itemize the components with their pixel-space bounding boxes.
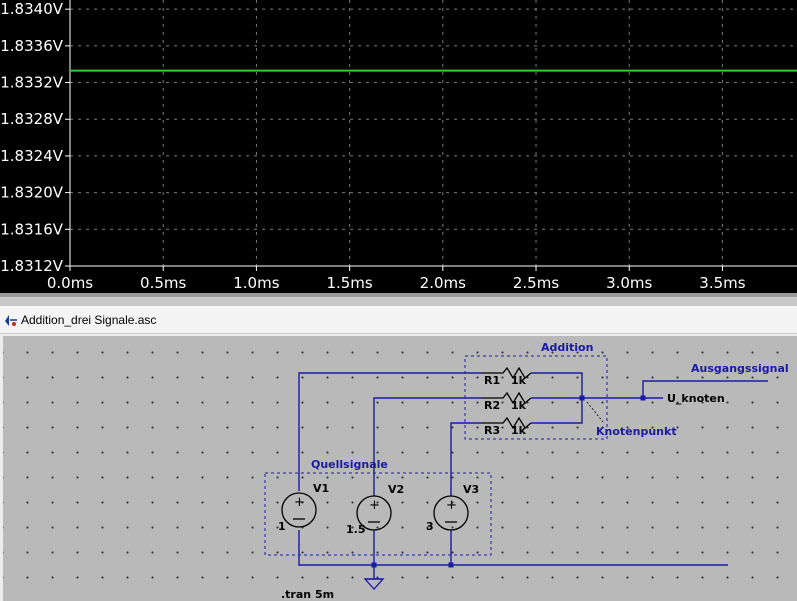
plot-grid: [70, 0, 797, 267]
schematic-canvas[interactable]: R1 1k R2 1k R3 1k + V1 1: [3, 336, 797, 601]
resistor-r2[interactable]: R2 1k: [481, 391, 532, 412]
window-title: Addition_drei Signale.asc: [21, 313, 157, 327]
wires: [298, 372, 768, 579]
y-tick-label: 1.8336V: [0, 37, 63, 55]
x-tick-label: 1.0ms: [233, 274, 279, 292]
svg-text:R2: R2: [484, 399, 500, 412]
y-tick-label: 1.8320V: [0, 184, 63, 202]
svg-text:1k: 1k: [511, 374, 527, 387]
svg-text:V2: V2: [388, 483, 404, 496]
voltage-source-v2[interactable]: + V2 1.5: [346, 483, 404, 536]
plot-axes: [69, 0, 797, 267]
knotenpunkt-label: Knotenpunkt: [596, 425, 677, 438]
x-tick-label: 3.0ms: [606, 274, 652, 292]
waveform-plot-pane[interactable]: 1.8340V 1.8336V 1.8332V 1.8328V 1.8324V 1.832…: [0, 0, 797, 297]
ground-icon: [363, 578, 385, 590]
tran-directive[interactable]: .tran 5m: [281, 588, 334, 601]
junction-output: [640, 395, 646, 401]
voltage-source-v3[interactable]: + V3 3: [426, 483, 479, 533]
junction-ground-v3: [448, 562, 454, 568]
x-tick-label: 0.0ms: [47, 274, 93, 292]
svg-text:V3: V3: [463, 483, 479, 496]
junction-ground-v2: [371, 562, 377, 568]
y-tick-label: 1.8328V: [0, 110, 63, 128]
junction-node: [579, 395, 585, 401]
svg-text:3: 3: [426, 520, 434, 533]
x-tick-label: 2.5ms: [513, 274, 559, 292]
svg-text:1: 1: [278, 520, 286, 533]
schematic-title-bar[interactable]: Addition_drei Signale.asc: [0, 306, 797, 334]
x-tick-label: 3.5ms: [699, 274, 745, 292]
waveform-plot[interactable]: 1.8340V 1.8336V 1.8332V 1.8328V 1.8324V 1.832…: [0, 0, 797, 297]
svg-text:V1: V1: [313, 482, 329, 495]
y-tick-label: 1.8312V: [0, 257, 63, 275]
svg-text:R1: R1: [484, 374, 500, 387]
svg-text:+: +: [369, 498, 380, 513]
svg-text:+: +: [294, 495, 305, 510]
schematic-drawing[interactable]: R1 1k R2 1k R3 1k + V1 1: [3, 336, 797, 601]
x-tick-label: 2.0ms: [420, 274, 466, 292]
net-label-u-knoten[interactable]: U_knoten: [667, 392, 725, 405]
ausgangssignal-label: Ausgangssignal: [691, 362, 789, 375]
y-tick-label: 1.8316V: [0, 220, 63, 238]
y-tick-label: 1.8324V: [0, 147, 63, 165]
svg-text:1k: 1k: [511, 399, 527, 412]
svg-text:R3: R3: [484, 424, 500, 437]
resistor-r1[interactable]: R1 1k: [481, 366, 532, 387]
addition-label: Addition: [541, 341, 593, 354]
y-tick-label: 1.8332V: [0, 74, 63, 92]
schematic-app-icon: [5, 315, 17, 326]
svg-text:+: +: [446, 498, 457, 513]
svg-text:1.5: 1.5: [346, 523, 366, 536]
x-tick-label: 0.5ms: [140, 274, 186, 292]
svg-text:1k: 1k: [511, 424, 527, 437]
quellsignale-label: Quellsignale: [311, 458, 388, 471]
resistor-r3[interactable]: R3 1k: [481, 416, 532, 437]
schematic-window[interactable]: Addition_drei Signale.asc: [0, 306, 797, 601]
voltage-source-v1[interactable]: + V1 1: [278, 482, 329, 533]
y-tick-label: 1.8340V: [0, 0, 63, 18]
x-tick-label: 1.5ms: [326, 274, 372, 292]
quellsignale-group-box: [264, 472, 492, 556]
